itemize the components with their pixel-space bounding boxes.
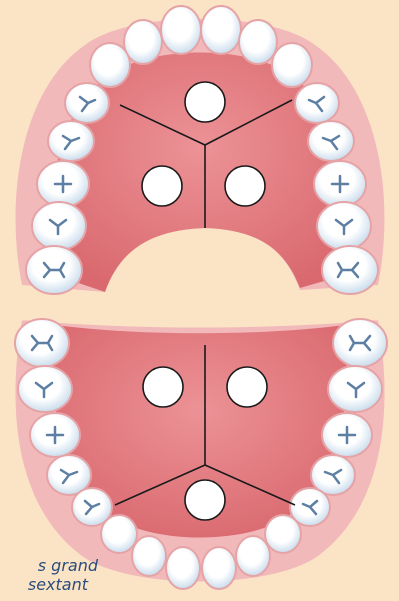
lower-incisor	[202, 547, 236, 589]
upper-incisor	[201, 6, 241, 54]
lower-incisor	[166, 547, 200, 589]
lower-lateral-incisor	[236, 536, 270, 576]
upper-lateral-incisor	[239, 20, 277, 64]
lower-tongue-edge	[12, 301, 388, 322]
upper-right-sextant-marker[interactable]	[142, 166, 182, 206]
upper-left-sextant-marker[interactable]	[225, 166, 265, 206]
lower-right-sextant-marker[interactable]	[143, 367, 183, 407]
lower-left-sextant-marker[interactable]	[227, 367, 267, 407]
upper-arch	[16, 6, 385, 294]
lower-lateral-incisor	[132, 536, 166, 576]
upper-canine	[272, 43, 312, 87]
lower-arch	[12, 301, 388, 589]
lower-canine	[101, 515, 137, 553]
lower-anterior-sextant-marker[interactable]	[185, 480, 225, 520]
upper-anterior-sextant-marker[interactable]	[185, 82, 225, 122]
lower-canine	[265, 515, 301, 553]
upper-canine	[90, 43, 130, 87]
upper-incisor	[161, 6, 201, 54]
caption-line-1: s grand	[0, 557, 98, 575]
caption-line-2: sextant	[0, 576, 88, 594]
